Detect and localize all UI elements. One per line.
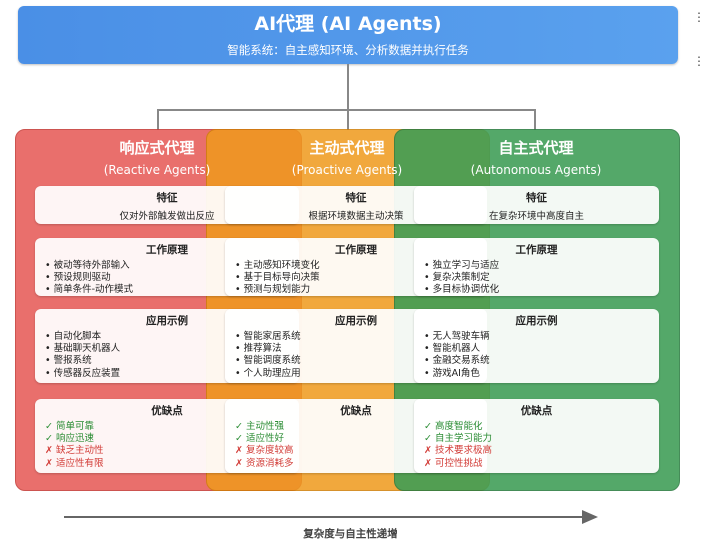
con-item: ✗ 技术要求极高: [424, 445, 492, 457]
card-heading: 应用示例: [515, 315, 558, 327]
list-item: • 预测与规划能力: [235, 284, 311, 296]
autonomous-proscons-card: 优缺点 ✓ 高度智能化 ✓ 自主学习能力 ✗ 技术要求极高 ✗ 可控性挑战: [414, 399, 659, 473]
proactive-en: (Proactive Agents): [291, 163, 403, 177]
pro-item: ✓ 自主学习能力: [424, 433, 492, 445]
list-item: • 主动感知环境变化: [235, 260, 320, 271]
reactive-en: (Reactive Agents): [103, 163, 211, 177]
list-item: • 推荐算法: [235, 343, 282, 355]
list-item: • 金融交易系统: [424, 355, 490, 367]
card-description: 在复杂环境中高度自主: [488, 211, 584, 222]
connector-right: [534, 109, 536, 130]
list-item: • 智能家居系统: [235, 331, 301, 342]
arrow-right-icon: [582, 510, 598, 524]
list-item: • 个人助理应用: [235, 367, 301, 379]
autonomous-principle-card: 工作原理 • 独立学习与适应 • 复杂决策制定 • 多目标协调优化: [414, 238, 659, 296]
connector-bar: [157, 109, 536, 111]
pro-item: ✓ 高度智能化: [424, 421, 483, 432]
list-item: • 独立学习与适应: [424, 260, 500, 271]
progression-arrow-line: [64, 516, 584, 518]
con-item: ✗ 缺乏主动性: [45, 445, 104, 457]
list-item: • 自动化脚本: [45, 331, 102, 342]
proactive-title: 主动式代理 (Proactive Agents): [252, 137, 442, 177]
list-item: • 基于目标导向决策: [235, 272, 320, 284]
card-description: 仅对外部触发做出反应: [119, 211, 215, 222]
card-heading: 应用示例: [146, 315, 188, 327]
list-item: • 复杂决策制定: [424, 272, 490, 284]
card-heading: 工作原理: [335, 244, 377, 256]
card-heading: 特征: [526, 192, 547, 204]
card-heading: 特征: [156, 192, 178, 204]
card-heading: 工作原理: [515, 244, 558, 256]
card-heading: 优缺点: [151, 405, 183, 417]
list-item: • 智能机器人: [424, 343, 481, 355]
title-banner: AI代理 (AI Agents) 智能系统：自主感知环境、分析数据并执行任务: [18, 6, 678, 64]
more-options-icon[interactable]: ⋮: [693, 10, 701, 24]
list-item: • 无人驾驶车辆: [424, 331, 490, 342]
pro-item: ✓ 简单可靠: [45, 421, 94, 432]
card-heading: 优缺点: [520, 405, 553, 417]
connector-trunk: [347, 64, 349, 110]
connector-middle: [347, 109, 349, 130]
card-description: 根据环境数据主动决策: [308, 211, 404, 222]
card-heading: 工作原理: [146, 244, 188, 256]
con-item: ✗ 复杂度较高: [235, 445, 294, 457]
con-item: ✗ 适应性有限: [45, 457, 104, 469]
autonomous-feature-card: 特征 在复杂环境中高度自主: [414, 186, 659, 224]
list-item: • 多目标协调优化: [424, 284, 500, 296]
progression-label: 复杂度与自主性递增: [303, 528, 398, 540]
con-item: ✗ 资源消耗多: [235, 457, 294, 469]
autonomous-en: (Autonomous Agents): [470, 163, 602, 177]
page-subtitle: 智能系统：自主感知环境、分析数据并执行任务: [227, 43, 469, 57]
reactive-name: 响应式代理: [119, 139, 195, 157]
reactive-title: 响应式代理 (Reactive Agents): [62, 137, 252, 177]
card-heading: 特征: [345, 192, 367, 204]
proactive-name: 主动式代理: [309, 139, 385, 157]
autonomous-examples-card: 应用示例 • 无人驾驶车辆 • 智能机器人 • 金融交易系统 • 游戏AI角色: [414, 309, 659, 383]
pro-item: ✓ 响应迅速: [45, 433, 94, 445]
card-heading: 优缺点: [340, 405, 372, 417]
list-item: • 传感器反应装置: [45, 367, 121, 379]
pro-item: ✓ 适应性好: [235, 433, 284, 445]
page-title: AI代理 (AI Agents): [254, 13, 442, 35]
list-item: • 预设规则驱动: [45, 272, 111, 284]
list-item: • 游戏AI角色: [424, 367, 480, 379]
list-item: • 智能调度系统: [235, 355, 301, 367]
card-heading: 应用示例: [335, 315, 377, 327]
list-item: • 警报系统: [45, 355, 92, 367]
list-item: • 基础聊天机器人: [45, 343, 121, 355]
autonomous-name: 自主式代理: [498, 139, 574, 157]
autonomous-title: 自主式代理 (Autonomous Agents): [441, 137, 631, 177]
list-item: • 被动等待外部输入: [45, 260, 130, 271]
list-item: • 简单条件-动作模式: [45, 284, 134, 296]
more-options-icon-secondary[interactable]: ⋮: [693, 54, 701, 68]
pro-item: ✓ 主动性强: [235, 421, 284, 432]
connector-left: [157, 109, 159, 130]
con-item: ✗ 可控性挑战: [424, 457, 483, 469]
